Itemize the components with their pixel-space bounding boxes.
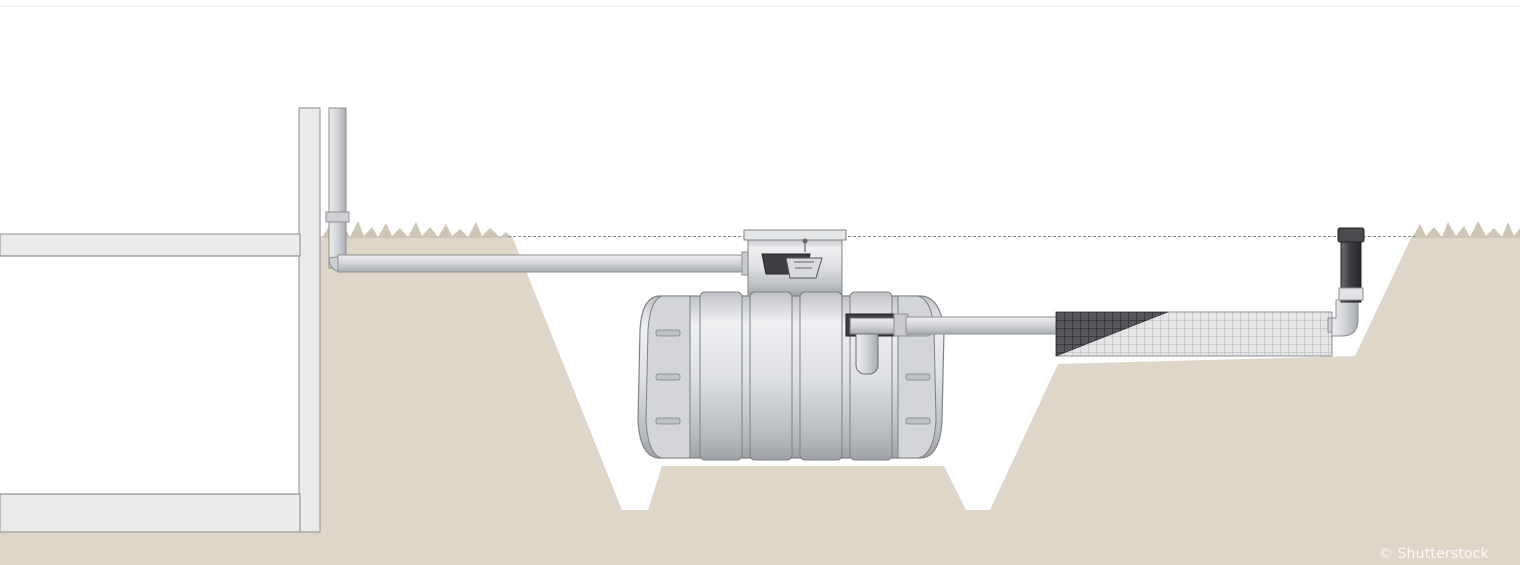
- building-foundation: [0, 7, 321, 533]
- watermark: © Shutterstock: [1378, 546, 1489, 562]
- outlet-pipe: [893, 313, 1061, 337]
- soil-ground: [0, 236, 1520, 565]
- infiltration-grid: [1055, 311, 1333, 357]
- vent-pipe: [1327, 227, 1365, 337]
- inlet-pipe: [325, 107, 763, 276]
- grass-right: [1412, 221, 1520, 238]
- outlet-tee: [845, 313, 897, 375]
- grass-left: [322, 221, 512, 238]
